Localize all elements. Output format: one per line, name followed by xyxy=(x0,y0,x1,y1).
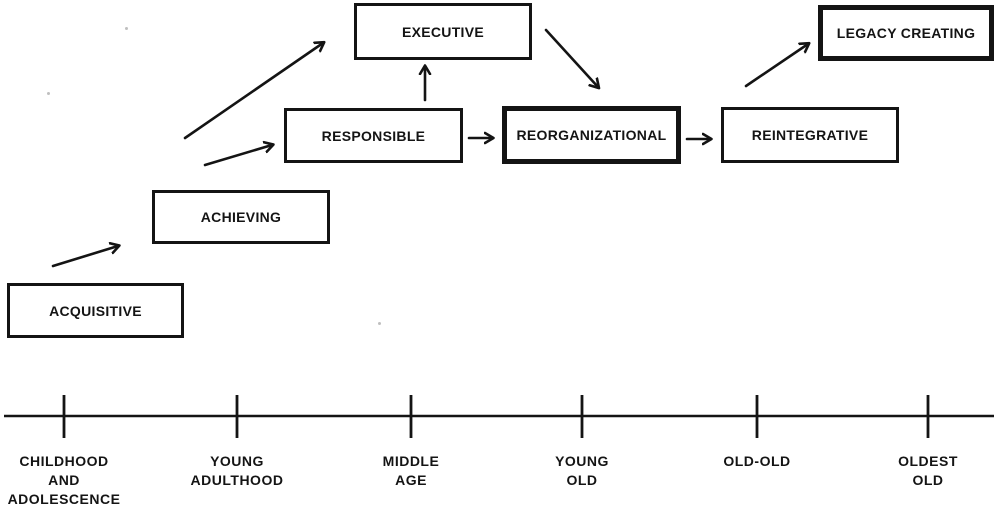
timeline-label-middle-age: MIDDLE AGE xyxy=(316,452,506,490)
stage-box-legacy-creating: LEGACY CREATING xyxy=(818,5,994,61)
scan-speck xyxy=(378,322,381,325)
stage-label-executive: EXECUTIVE xyxy=(401,23,485,40)
stage-label-achieving: ACHIEVING xyxy=(200,209,282,225)
arrow-executive-to-reorganizational xyxy=(544,28,598,87)
timeline-label-childhood-and-adolescence: CHILDHOOD AND ADOLESCENCE xyxy=(0,452,159,507)
stage-box-executive: EXECUTIVE xyxy=(354,3,532,60)
timeline-label-line: OLD xyxy=(912,472,944,488)
timeline-label-line: YOUNG xyxy=(210,453,264,469)
timeline-label-oldest-old: OLDEST OLD xyxy=(833,452,1000,490)
stage-box-achieving: ACHIEVING xyxy=(152,190,330,244)
timeline-label-young-old: YOUNG OLD xyxy=(487,452,677,490)
stage-label-reintegrative: REINTEGRATIVE xyxy=(751,127,869,143)
timeline-label-young-adulthood: YOUNG ADULTHOOD xyxy=(142,452,332,490)
timeline-label-line: AGE xyxy=(395,472,427,488)
timeline-label-line: CHILDHOOD xyxy=(19,453,109,469)
stage-label-responsible: RESPONSIBLE xyxy=(321,127,426,144)
timeline-label-line: OLD xyxy=(566,472,598,488)
arrow-achieving-to-executive xyxy=(183,43,323,140)
stage-box-responsible: RESPONSIBLE xyxy=(284,108,463,163)
arrow-achieving-to-responsible xyxy=(203,145,272,167)
arrow-acquisitive-to-achieving xyxy=(51,246,118,268)
stage-label-acquisitive: ACQUISITIVE xyxy=(49,302,142,319)
timeline-label-line: ADOLESCENCE xyxy=(7,491,121,507)
timeline-label-line: MIDDLE xyxy=(382,453,440,469)
timeline-label-line: AND xyxy=(48,472,80,488)
timeline-label-line: OLDEST xyxy=(898,453,958,469)
stage-label-legacy-creating: LEGACY CREATING xyxy=(836,25,976,41)
timeline-label-line: OLD-OLD xyxy=(723,453,791,469)
stage-box-reintegrative: REINTEGRATIVE xyxy=(721,107,899,163)
stage-box-reorganizational: REORGANIZATIONAL xyxy=(502,106,681,164)
arrow-reintegrative-to-legacy-creating xyxy=(744,44,808,88)
timeline-label-line: YOUNG xyxy=(555,453,609,469)
stage-label-reorganizational: REORGANIZATIONAL xyxy=(516,127,667,143)
stage-box-acquisitive: ACQUISITIVE xyxy=(7,283,184,338)
timeline-label-line: ADULTHOOD xyxy=(190,472,284,488)
timeline-label-old-old: OLD-OLD xyxy=(662,452,852,471)
scan-speck xyxy=(47,92,50,95)
scan-speck xyxy=(125,27,128,30)
